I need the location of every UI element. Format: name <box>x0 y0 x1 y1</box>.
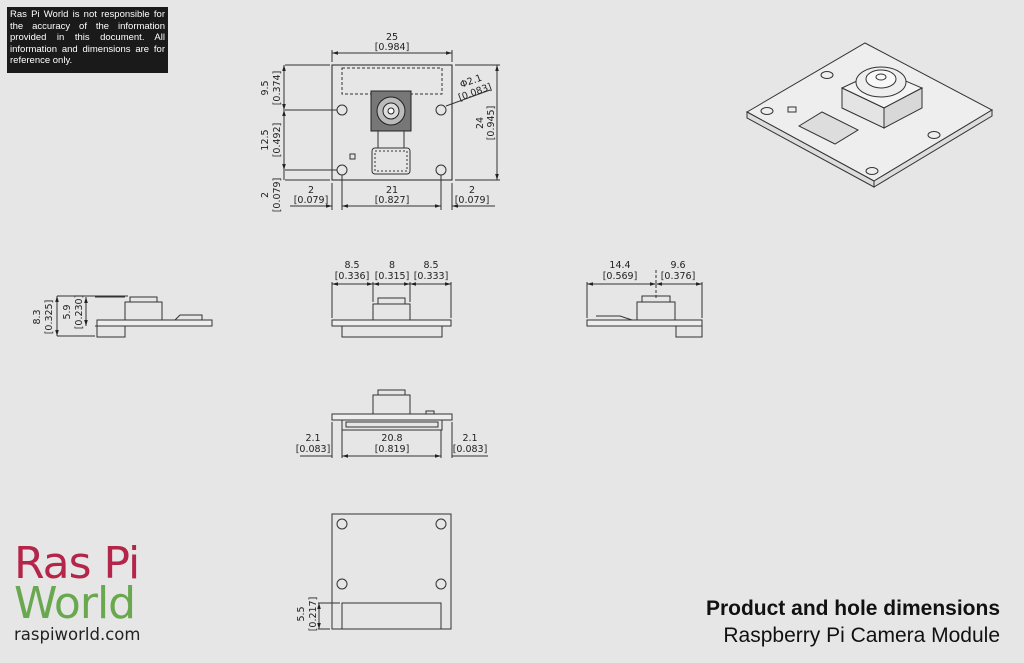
dim-top-hole-in: [0.374] <box>272 71 283 106</box>
front-view <box>331 282 452 338</box>
top-view <box>282 50 500 210</box>
dim-side-left-mm: 14.4 <box>609 260 630 271</box>
bottom-view <box>317 513 452 630</box>
dim-front-right-mm: 8.5 <box>423 260 438 271</box>
mount-hole <box>435 164 447 176</box>
dim-front-center-mm: 8 <box>389 260 395 271</box>
mount-hole <box>336 164 348 176</box>
dim-front-right-in: [0.333] <box>414 271 449 282</box>
dim-conn-height-mm: 5.5 <box>296 606 307 621</box>
dim-hole-spacing-h-mm: 21 <box>386 185 398 196</box>
dim-top-hole-mm: 9.5 <box>260 80 271 95</box>
connector-view <box>300 389 488 458</box>
page-title: Product and hole dimensions <box>705 597 1000 620</box>
dim-left-edge-mm: 2 <box>308 185 314 196</box>
dim-conn-center-mm: 20.8 <box>381 433 402 444</box>
logo-ras-pi: Ras Pi <box>14 538 140 589</box>
dim-conn-center-in: [0.819] <box>375 444 410 455</box>
dim-hole-bottom-in: [0.079] <box>272 178 283 213</box>
title-block: Product and hole dimensions Raspberry Pi… <box>706 596 1000 650</box>
side-view-right <box>586 270 703 338</box>
logo-world: World <box>14 578 136 629</box>
dim-conn-left-mm: 2.1 <box>305 433 320 444</box>
dim-hole-bottom-mm: 2 <box>260 192 271 198</box>
dim-lens-height-in: [0.230] <box>74 295 85 330</box>
dim-side-left-in: [0.569] <box>603 271 638 282</box>
dim-total-height-mm: 8.3 <box>32 309 43 324</box>
dim-right-edge-mm: 2 <box>469 185 475 196</box>
dim-front-left-in: [0.336] <box>335 271 370 282</box>
dim-front-center-in: [0.315] <box>375 271 410 282</box>
dim-hole-spacing-v-mm: 12.5 <box>260 129 271 150</box>
dim-height-in: [0.945] <box>486 106 497 141</box>
dim-width-in: [0.984] <box>375 42 410 53</box>
dim-right-edge-in: [0.079] <box>455 195 490 206</box>
dim-width-mm: 25 <box>386 32 398 43</box>
brand-logo: Ras Pi World raspiworld.com <box>14 538 141 645</box>
isometric-view <box>745 42 994 188</box>
disclaimer-box: Ras Pi World is not responsible for the … <box>7 7 168 73</box>
dim-hole-spacing-v-in: [0.492] <box>272 123 283 158</box>
side-view-left <box>55 295 213 338</box>
dim-total-height-in: [0.325] <box>44 300 55 335</box>
dim-hole-spacing-h-in: [0.827] <box>375 195 410 206</box>
dim-left-edge-in: [0.079] <box>294 195 329 206</box>
disclaimer-text: Ras Pi World is not responsible for the … <box>10 9 165 66</box>
dim-side-right-mm: 9.6 <box>670 260 685 271</box>
dim-conn-right-mm: 2.1 <box>462 433 477 444</box>
mount-hole <box>435 104 447 116</box>
page-subtitle: Raspberry Pi Camera Module <box>723 624 1000 647</box>
dim-front-left-mm: 8.5 <box>344 260 359 271</box>
dim-side-right-in: [0.376] <box>661 271 696 282</box>
logo-url: raspiworld.com <box>14 625 141 644</box>
dim-lens-height-mm: 5.9 <box>62 304 73 319</box>
dim-height-mm: 24 <box>475 117 486 129</box>
dim-conn-left-in: [0.083] <box>296 444 331 455</box>
dim-conn-right-in: [0.083] <box>453 444 488 455</box>
dim-conn-height-in: [0.217] <box>308 597 319 632</box>
mount-hole <box>336 104 348 116</box>
